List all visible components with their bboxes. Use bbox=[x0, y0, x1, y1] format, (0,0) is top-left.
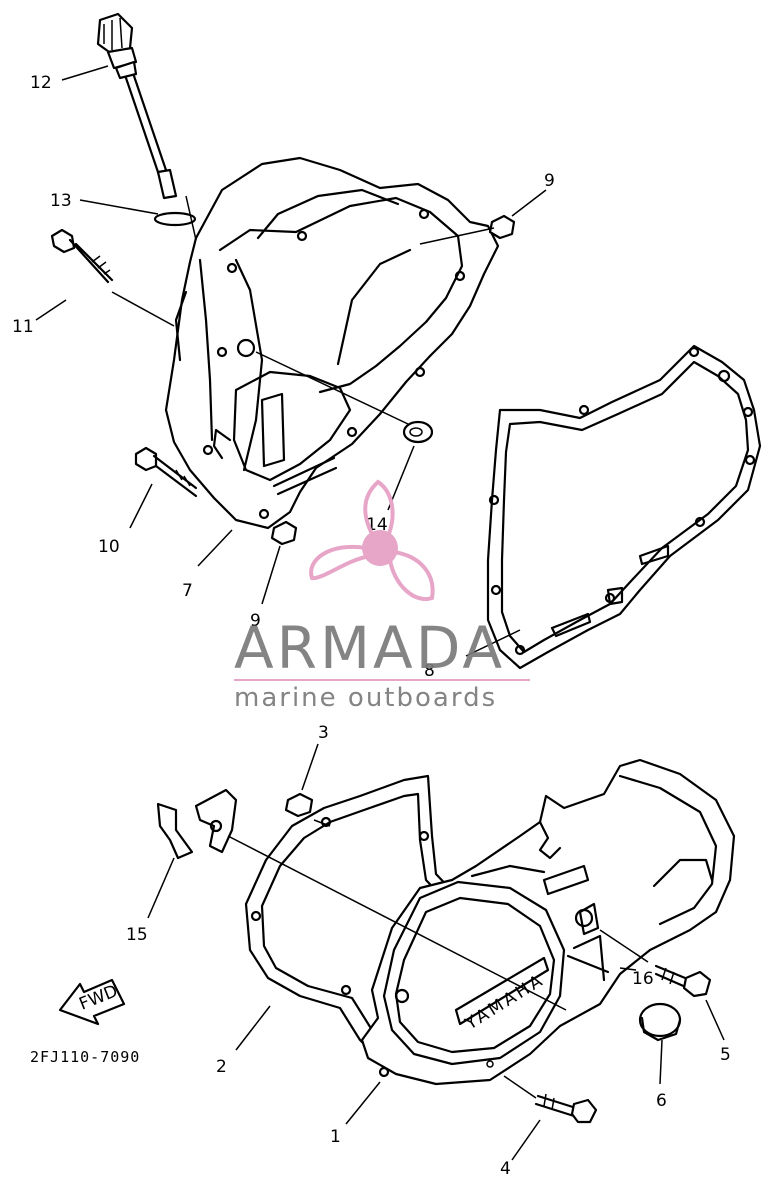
crankcase-cover-part-1: YAMAHA bbox=[360, 758, 736, 1086]
callout-8: 8 bbox=[424, 661, 435, 681]
bolt-part-5 bbox=[654, 964, 712, 998]
oil-seal-part-14 bbox=[402, 420, 434, 444]
dipstick-part-12 bbox=[96, 12, 178, 200]
bolt-part-11 bbox=[50, 228, 114, 284]
watermark-subtitle: marine outboards bbox=[234, 683, 497, 713]
callout-15: 15 bbox=[126, 925, 148, 945]
callout-1: 1 bbox=[330, 1127, 341, 1147]
callout-4: 4 bbox=[500, 1159, 511, 1179]
bracket-part-15 bbox=[156, 788, 238, 860]
dowel-pin-part-3 bbox=[284, 792, 314, 818]
crankcase-cover-part-7 bbox=[164, 156, 500, 530]
callout-10: 10 bbox=[98, 537, 120, 557]
callout-6: 6 bbox=[656, 1091, 667, 1111]
callout-12: 12 bbox=[30, 73, 52, 93]
callout-7: 7 bbox=[182, 581, 193, 601]
callout-9-upper: 9 bbox=[544, 171, 555, 191]
callout-5: 5 bbox=[720, 1045, 731, 1065]
callout-11: 11 bbox=[12, 317, 34, 337]
callout-2: 2 bbox=[216, 1057, 227, 1077]
bolt-part-4 bbox=[534, 1093, 598, 1124]
callout-labels: 12 13 11 9 10 7 9 14 8 3 15 16 5 2 6 1 4 bbox=[12, 73, 731, 1179]
part-code: 2FJ110-7090 bbox=[30, 1048, 140, 1066]
callout-16: 16 bbox=[632, 969, 654, 989]
armada-watermark: ARMADA marine outboards bbox=[234, 479, 530, 713]
forward-direction-arrow: FWD bbox=[58, 978, 126, 1026]
watermark-title: ARMADA bbox=[234, 614, 505, 682]
callout-3: 3 bbox=[318, 723, 329, 743]
leader-lines bbox=[35, 65, 725, 1161]
gasket-part-8 bbox=[486, 344, 762, 670]
o-ring-part-13 bbox=[153, 211, 197, 227]
dowel-pin-part-9-lower bbox=[270, 520, 298, 546]
propeller-logo-icon bbox=[309, 479, 435, 602]
callout-9-lower: 9 bbox=[250, 611, 261, 631]
dowel-pin-part-9-upper bbox=[488, 214, 516, 240]
bolt-part-10 bbox=[134, 446, 198, 498]
bolt-part-16 bbox=[566, 954, 610, 974]
plug-part-6 bbox=[638, 1002, 682, 1042]
callout-13: 13 bbox=[50, 191, 72, 211]
